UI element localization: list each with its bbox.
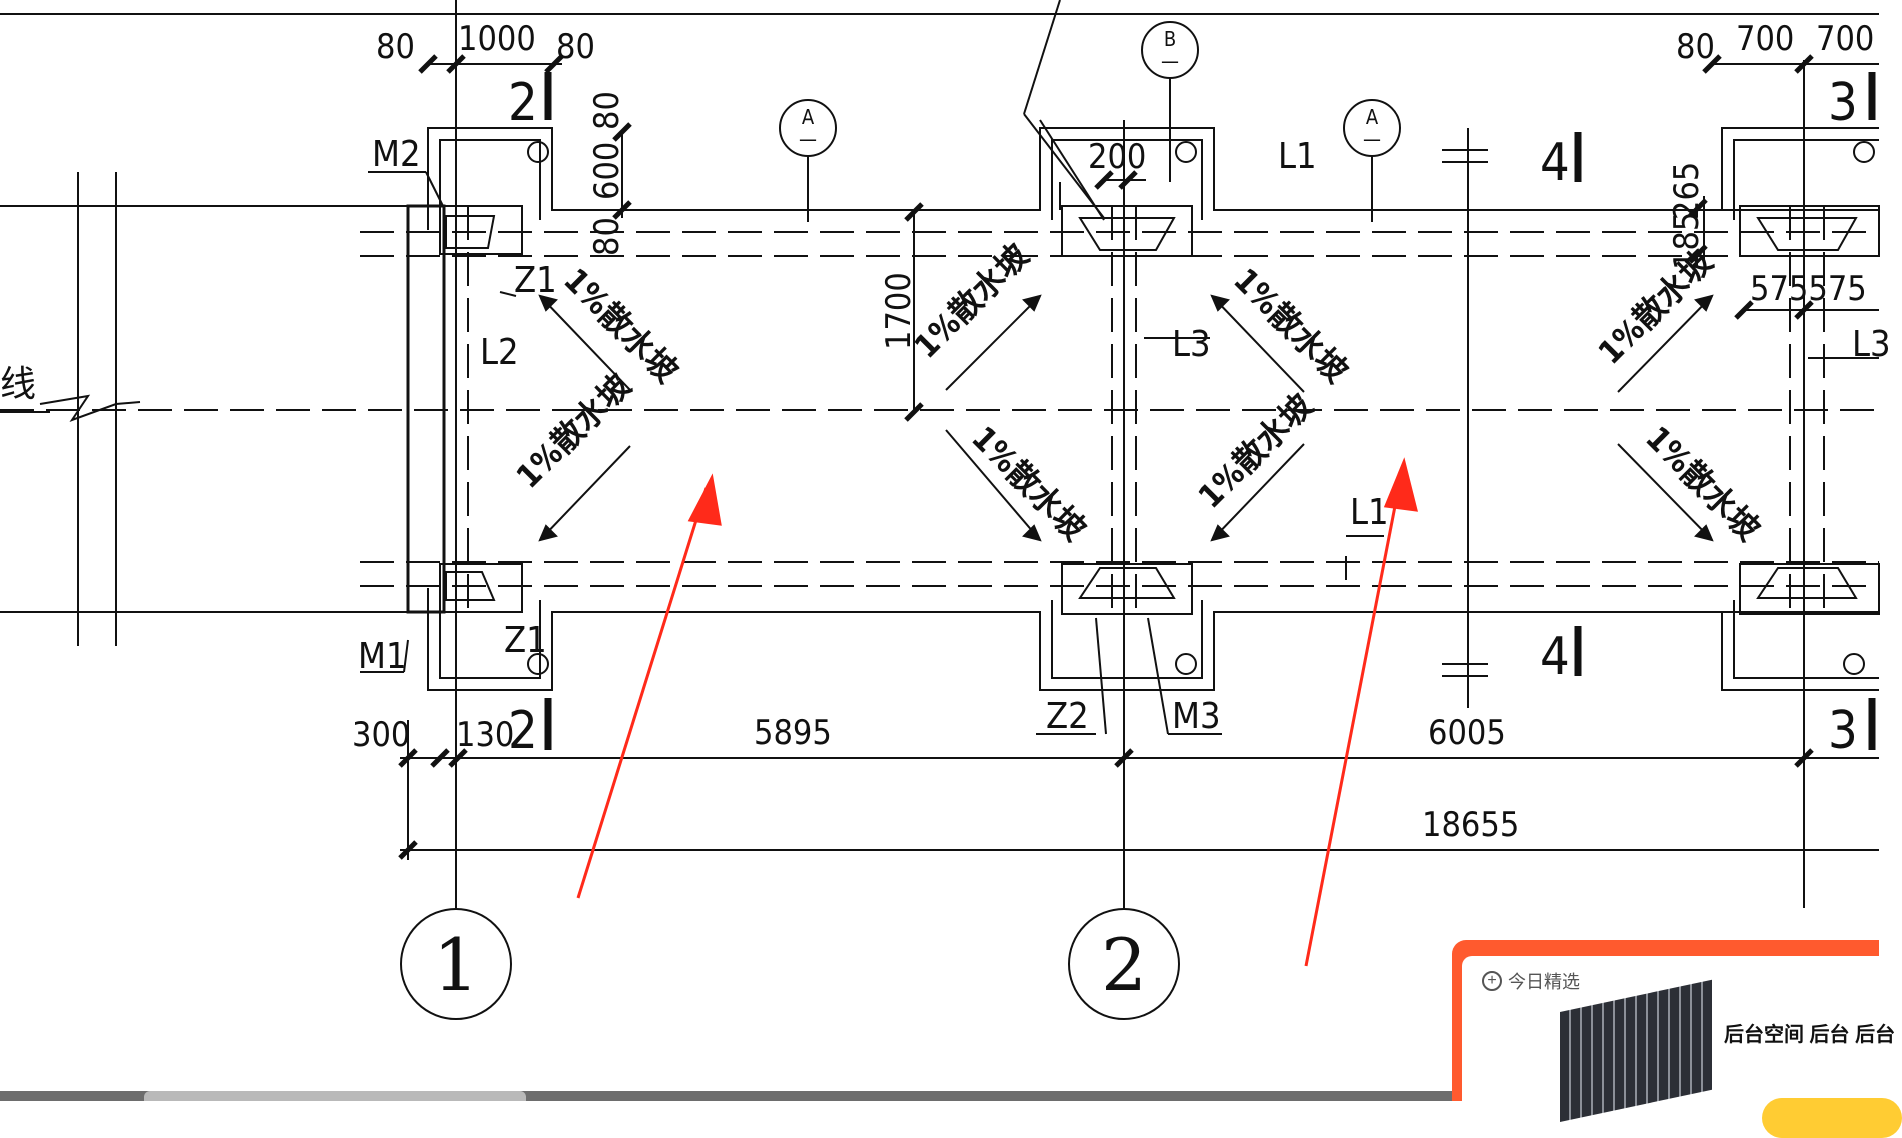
member-labels: M2 M1 M3 Z1 Z1 Z2 L1 L1 L2 L3 L3 线 [0,134,1891,737]
section-2-top: 2 [508,73,538,133]
dim-side-600: 600 [587,142,627,200]
scrollbar-thumb[interactable] [144,1091,526,1101]
dim-side-80-low: 80 [587,217,627,256]
dim-overall: 18655 [1422,805,1519,845]
drawing-lines [0,0,1880,1020]
dim-side-80-top: 80 [587,91,627,130]
popup-view-button[interactable] [1762,1098,1902,1138]
detail-bubbles: A — B — A — [799,27,1381,151]
section-2-bottom: 2 [508,701,538,761]
label-l1-top: L1 [1278,136,1317,177]
label-l3-right: L3 [1852,324,1891,365]
dim-bay-2: 6005 [1428,713,1506,753]
recommendation-popup[interactable]: + 今日精选 后台空间 后台 后台 [1452,940,1902,1138]
label-z2: Z2 [1046,696,1089,737]
dim-bay-1: 5895 [754,713,832,753]
label-l1-bottom: L1 [1350,492,1389,533]
dim-bottom-300: 300 [352,715,410,755]
section-3-top: 3 [1828,73,1858,133]
slope-label: 1%散水坡 [509,366,638,495]
column-details [445,215,1858,601]
popup-header: + 今日精选 [1482,968,1580,994]
horizontal-scrollbar[interactable] [0,1091,1452,1101]
label-l2: L2 [480,332,519,373]
slope-labels: 1%散水坡 1%散水坡 1%散水坡 1%散水坡 1%散水坡 1%散水坡 1%散水… [509,236,1768,548]
detail-bubble-sub: — [1363,127,1381,151]
plus-circle-icon: + [1482,971,1502,991]
label-left-edge-char: 线 [0,364,36,405]
dim-top-right-80: 80 [1676,27,1715,67]
slope-label: 1%散水坡 [1191,386,1320,515]
dim-185: 185 [1667,212,1707,270]
axis-label-2: 2 [1101,923,1147,1007]
slope-label: 1%散水坡 [1226,261,1355,390]
detail-bubble-sub: — [1161,49,1179,73]
dim-1700: 1700 [879,272,919,350]
label-z1-top: Z1 [514,260,557,301]
popup-body: + 今日精选 后台空间 后台 后台 [1462,956,1902,1138]
dim-265: 265 [1667,162,1707,220]
detail-bubble-letter: A [802,105,815,129]
label-m2: M2 [372,134,421,175]
dim-bottom-130: 130 [456,715,514,755]
slope-label: 1%散水坡 [556,261,685,390]
popup-title[interactable]: 后台空间 后台 后台 [1724,1024,1896,1046]
dim-top-1000: 1000 [458,19,536,59]
section-mark-labels: 2 2 3 3 4 4 [508,73,1858,761]
dim-top-80-left: 80 [376,27,415,67]
red-annotation-arrows [576,457,1418,967]
dim-top-80-right: 80 [556,27,595,67]
label-m3: M3 [1172,696,1221,737]
section-4-top: 4 [1540,133,1570,193]
server-rack-thumbnail[interactable] [1560,979,1712,1122]
dashed-lines [0,206,1879,612]
label-m1: M1 [358,636,407,677]
detail-bubble-letter: B [1164,27,1176,51]
dim-200: 200 [1088,137,1146,177]
dim-top-right-700b: 700 [1816,19,1874,59]
dimension-texts: 80 1000 80 80 700 700 80 600 80 1700 200… [352,19,1874,845]
label-l3: L3 [1172,324,1211,365]
dimension-ticks [398,54,1814,860]
axis-labels: 1 2 [433,923,1147,1007]
cad-drawing: 80 1000 80 80 700 700 80 600 80 1700 200… [0,0,1891,1020]
slope-arrows [538,294,1714,542]
detail-bubble-sub: — [799,127,817,151]
dim-575-575: 575575 [1750,269,1867,309]
section-mark-bars [544,72,1876,750]
detail-bubble-letter: A [1366,105,1379,129]
axis-label-1: 1 [433,923,479,1007]
dim-top-right-700a: 700 [1736,19,1794,59]
popup-header-label: 今日精选 [1508,972,1580,992]
label-z1-bottom: Z1 [504,620,547,661]
section-3-bottom: 3 [1828,701,1858,761]
slope-label: 1%散水坡 [964,419,1093,548]
section-4-bottom: 4 [1540,627,1570,687]
